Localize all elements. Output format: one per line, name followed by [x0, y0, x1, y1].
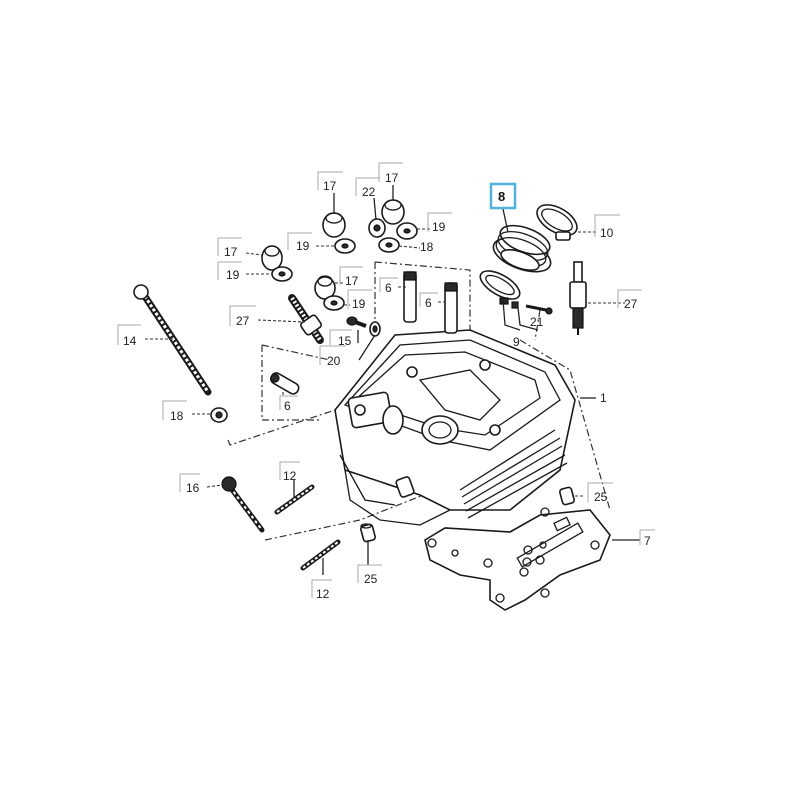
sensor-part-27-left[interactable]: [288, 294, 324, 344]
guide-part-6-b[interactable]: [444, 282, 458, 334]
stud-bolt-part-14[interactable]: [133, 284, 212, 396]
svg-text:25: 25: [594, 490, 608, 504]
cylinder-head-gasket-part-7[interactable]: [424, 507, 611, 611]
svg-text:6: 6: [284, 399, 291, 413]
part-label-19[interactable]: 19: [427, 212, 452, 234]
svg-text:25: 25: [364, 572, 378, 586]
svg-text:1: 1: [600, 391, 607, 405]
svg-text:6: 6: [425, 296, 432, 310]
svg-text:10: 10: [600, 226, 614, 240]
part-label-19[interactable]: 19: [347, 289, 372, 311]
svg-text:27: 27: [236, 314, 250, 328]
svg-text:12: 12: [283, 469, 297, 483]
cap-nut-part-17-a[interactable]: [322, 212, 346, 238]
bolt-part-21[interactable]: [525, 304, 553, 315]
dowel-part-6-left[interactable]: [269, 371, 300, 396]
part-label-1[interactable]: 1: [600, 391, 607, 405]
insulator-part-9[interactable]: [476, 265, 524, 309]
part-label-6[interactable]: 6: [419, 292, 438, 310]
hose-clamp-part-10[interactable]: [532, 199, 582, 242]
svg-text:19: 19: [226, 268, 240, 282]
svg-text:19: 19: [352, 297, 366, 311]
svg-text:14: 14: [123, 334, 137, 348]
washer-part-18-a[interactable]: [378, 237, 400, 253]
svg-text:18: 18: [420, 240, 434, 254]
part-label-22[interactable]: 22: [355, 177, 380, 199]
part-label-15[interactable]: 15: [329, 329, 352, 348]
svg-text:8: 8: [498, 189, 505, 204]
svg-text:19: 19: [296, 239, 310, 253]
cap-nut-part-17-c[interactable]: [261, 245, 283, 271]
part-label-25[interactable]: 25: [357, 564, 382, 586]
svg-text:27: 27: [624, 297, 638, 311]
svg-text:22: 22: [362, 185, 376, 199]
part-label-20[interactable]: 20: [319, 345, 346, 368]
stud-part-12-upper[interactable]: [274, 484, 315, 515]
washer-part-22[interactable]: [368, 218, 386, 238]
part-label-18[interactable]: 18: [162, 400, 187, 423]
svg-text:17: 17: [224, 245, 238, 259]
part-label-6[interactable]: 6: [279, 395, 298, 413]
svg-text:19: 19: [432, 220, 446, 234]
svg-text:12: 12: [316, 587, 330, 601]
part-label-27[interactable]: 27: [617, 289, 642, 311]
svg-text:9: 9: [513, 335, 520, 349]
dowel-pin-part-25-lower[interactable]: [360, 523, 376, 543]
svg-text:20: 20: [327, 354, 341, 368]
washer-part-19-c[interactable]: [271, 266, 293, 282]
svg-text:16: 16: [186, 481, 200, 495]
svg-text:17: 17: [345, 274, 359, 288]
part-label-10[interactable]: 10: [594, 214, 620, 240]
bolt-part-16[interactable]: [221, 476, 265, 533]
washer-part-18[interactable]: [210, 407, 228, 423]
part-label-25[interactable]: 25: [587, 482, 613, 504]
part-label-12[interactable]: 12: [311, 579, 332, 601]
leader-lines: [145, 185, 640, 575]
svg-text:17: 17: [323, 179, 337, 193]
svg-text:21: 21: [530, 315, 544, 329]
part-label-17[interactable]: 17: [339, 266, 363, 288]
part-label-14[interactable]: 14: [117, 324, 141, 348]
intake-pipe-part-8[interactable]: [489, 220, 555, 279]
dowel-pin-part-25-right[interactable]: [559, 486, 575, 506]
part-label-17[interactable]: 17: [217, 237, 242, 259]
washer-part-19-b[interactable]: [396, 222, 418, 240]
spark-plug-part-27[interactable]: [569, 261, 587, 335]
bolt-part-15[interactable]: [346, 316, 367, 328]
cap-nut-part-17-b[interactable]: [381, 199, 405, 225]
part-label-7[interactable]: 7: [639, 529, 655, 548]
part-label-21[interactable]: 21: [530, 315, 544, 329]
part-label-9[interactable]: 9: [513, 335, 520, 349]
cap-nut-part-17-d[interactable]: [314, 275, 336, 300]
part-label-16[interactable]: 16: [179, 473, 200, 495]
part-labels: 1 6 6 6 7 8 9 10 12 12 14 15 16 17 17 17…: [117, 162, 655, 601]
svg-text:18: 18: [170, 409, 184, 423]
svg-text:6: 6: [385, 281, 392, 295]
part-label-6[interactable]: 6: [379, 277, 398, 295]
part-label-8-highlighted[interactable]: 8: [489, 182, 517, 210]
washer-part-20[interactable]: [369, 321, 381, 337]
part-label-12[interactable]: 12: [279, 461, 300, 483]
svg-text:7: 7: [644, 534, 651, 548]
svg-text:15: 15: [338, 334, 352, 348]
part-label-19[interactable]: 19: [287, 232, 312, 253]
part-label-18[interactable]: 18: [420, 240, 434, 254]
part-label-17[interactable]: 17: [317, 171, 343, 193]
cylinder-head-part-1[interactable]: [334, 329, 576, 526]
part-label-27[interactable]: 27: [229, 305, 256, 328]
part-label-17[interactable]: 17: [378, 162, 403, 185]
guide-part-6-a[interactable]: [403, 271, 417, 323]
part-label-19[interactable]: 19: [217, 261, 242, 282]
washer-part-19-d[interactable]: [323, 295, 345, 311]
stud-part-12-lower[interactable]: [300, 539, 341, 571]
svg-text:17: 17: [385, 171, 399, 185]
washer-part-19-a[interactable]: [334, 238, 356, 254]
